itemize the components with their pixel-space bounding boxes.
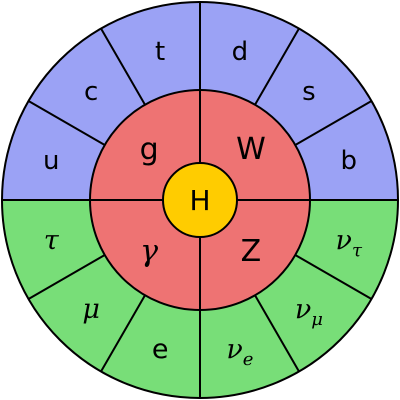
quark-label-s: s <box>302 77 316 107</box>
divider-line <box>100 28 146 106</box>
quark-label-d: d <box>232 37 249 67</box>
lepton-label: νe <box>226 334 253 370</box>
boson-label: γ <box>140 234 158 269</box>
quark-label-b: b <box>340 146 357 176</box>
quark-label-t: t <box>155 37 165 67</box>
divider-line <box>100 294 146 372</box>
higgs-center: H <box>162 162 238 238</box>
lepton-label: e <box>152 334 169 365</box>
boson-label: g <box>140 132 159 167</box>
quark-label-u: u <box>43 146 59 176</box>
boson-label: W <box>236 132 266 167</box>
divider-line <box>254 28 300 106</box>
boson-label: Z <box>241 234 262 269</box>
divider-line <box>294 254 372 300</box>
divider-line <box>294 100 372 146</box>
lepton-label: νμ <box>295 294 323 330</box>
higgs-disc <box>162 162 238 238</box>
lepton-label: μ <box>82 294 100 325</box>
inner-border <box>89 89 311 311</box>
divider-line <box>28 254 106 300</box>
lepton-label: ντ <box>336 225 363 261</box>
higgs-label: H <box>189 184 210 217</box>
quark-label-c: c <box>84 77 98 107</box>
divider-line <box>28 100 106 146</box>
lepton-label: τ <box>44 225 60 256</box>
divider-line <box>254 294 300 372</box>
